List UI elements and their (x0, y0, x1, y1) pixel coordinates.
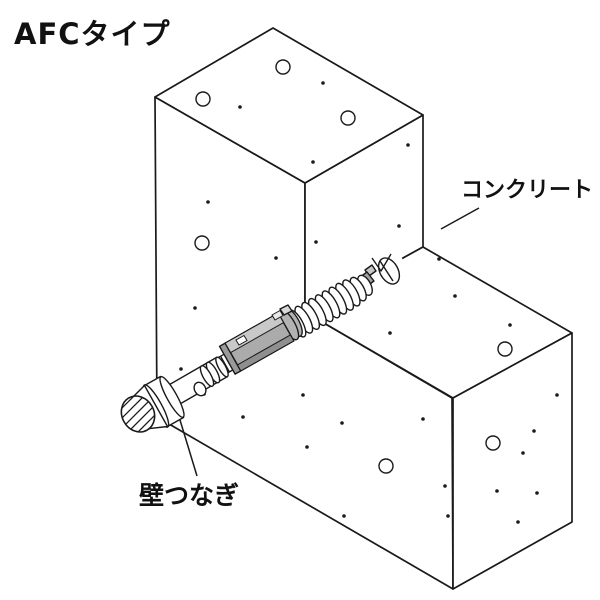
concrete-wall-right-face (452, 332, 573, 590)
anchor-hex-coupler (218, 309, 295, 375)
wall-tie-anchor (115, 249, 405, 438)
page-title: AFCタイプ (14, 17, 171, 51)
concrete-label: コンクリート (461, 178, 593, 203)
concrete-column-top-face (154, 27, 424, 184)
anchor-flange-washer (278, 304, 303, 341)
tie-wire-hole (193, 381, 207, 397)
concrete-speckles (179, 59, 559, 524)
wall-tie-leader-line (179, 419, 198, 477)
concrete-leader-line (440, 207, 480, 230)
wall-tie-label: 壁つなぎ (139, 481, 239, 510)
